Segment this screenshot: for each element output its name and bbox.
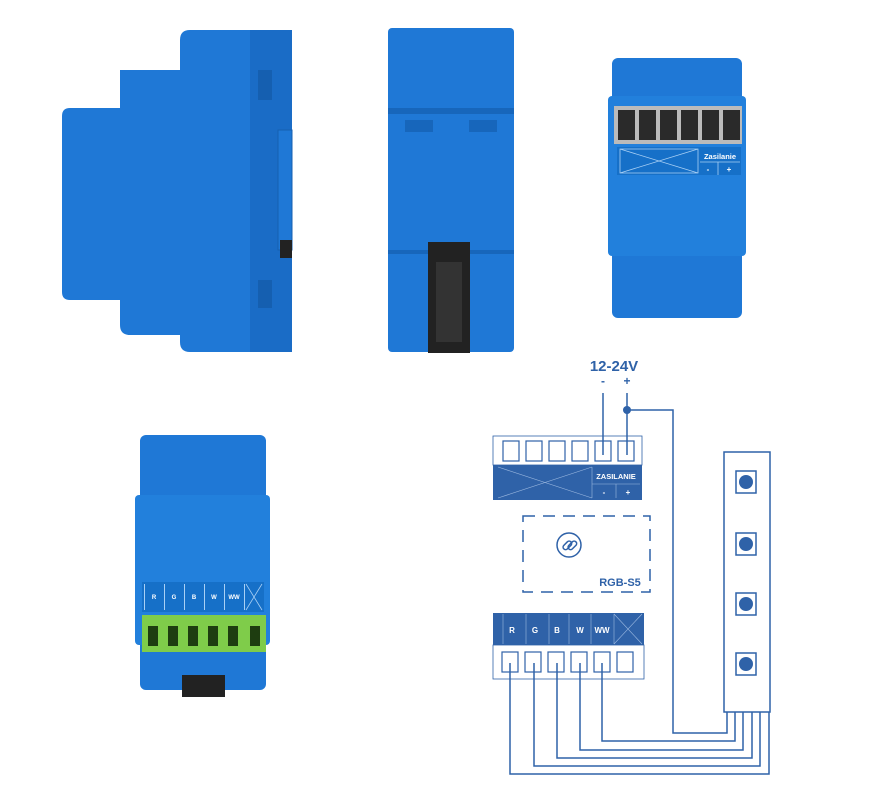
channel-b: B: [554, 626, 560, 635]
channel-label-g: G: [172, 595, 177, 601]
led-strip: [723, 451, 771, 713]
led: [735, 532, 757, 556]
channel-label-r: R: [152, 595, 157, 601]
model-label: RGB-S5: [599, 577, 641, 589]
channel-r: R: [509, 626, 515, 635]
power-terminal-slots: [618, 110, 740, 140]
channel-ww: WW: [594, 626, 610, 635]
wiring-diagram: 12-24V - + ZASILANIE - + RGB-S: [492, 358, 771, 775]
device-front-view: Zasilanie - +: [608, 58, 746, 318]
power-label: Zasilanie: [704, 152, 736, 161]
module-outline: [522, 515, 651, 593]
terminal-minus: -: [603, 488, 606, 497]
channel-label-b: B: [192, 595, 197, 601]
channel-g: G: [532, 626, 538, 635]
wire-g: [533, 663, 761, 767]
led: [735, 592, 757, 616]
wire-ww: [601, 663, 736, 742]
green-terminal-block: [142, 615, 266, 652]
plus-label: +: [623, 374, 630, 388]
plus-label: +: [727, 165, 732, 174]
led: [735, 470, 757, 494]
power-terminal-label: ZASILANIE: [596, 472, 636, 481]
wire-w: [579, 663, 744, 751]
wire-r: [509, 663, 770, 775]
minus-label: -: [601, 374, 605, 388]
channel-w: W: [576, 626, 584, 635]
minus-label: -: [707, 165, 710, 174]
device-side-view: [62, 30, 293, 352]
device-back-view: [388, 28, 514, 353]
device-output-view: R G B W WW: [135, 435, 270, 697]
link-icon: [556, 532, 582, 558]
voltage-label: 12-24V: [590, 358, 638, 375]
channel-label-ww: WW: [228, 595, 240, 601]
power-terminal-block: ZASILANIE - +: [492, 435, 643, 500]
led: [735, 652, 757, 676]
output-terminal-block: R G B W WW: [492, 613, 645, 680]
channel-label-w: W: [211, 595, 217, 601]
wire-b: [556, 663, 753, 759]
terminal-plus: +: [626, 488, 631, 497]
